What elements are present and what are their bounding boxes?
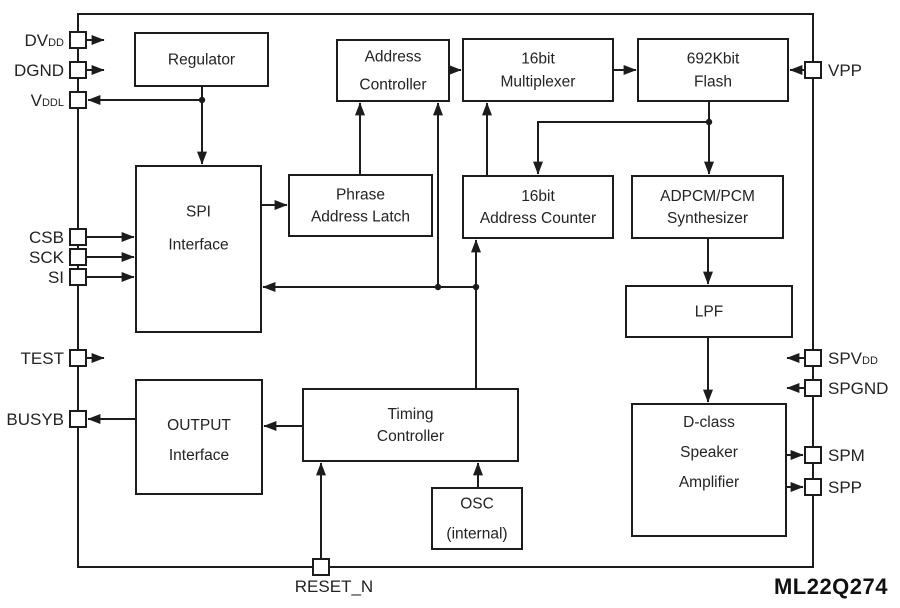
pin-square	[69, 228, 87, 246]
pin-test: TEST	[21, 349, 87, 368]
pin-label: VDDL	[31, 91, 64, 110]
pin-label: VPP	[828, 61, 862, 80]
pin-vddl: VDDL	[31, 91, 87, 110]
block-outline	[462, 175, 614, 239]
pin-square	[804, 446, 822, 464]
pin-spgnd: SPGND	[804, 379, 888, 398]
block-label: OSC(internal)	[446, 495, 507, 542]
pin-square	[69, 61, 87, 79]
part-number-label: ML22Q274	[773, 574, 888, 599]
pin-square	[312, 558, 330, 576]
pin-spvdd: SPVDD	[804, 349, 878, 368]
block-outline	[631, 175, 784, 239]
pin-vpp: VPP	[804, 61, 862, 80]
pin-square	[69, 248, 87, 266]
junction-dot	[198, 96, 206, 104]
pin-label: SCK	[29, 248, 65, 267]
pin-spm: SPM	[804, 446, 865, 465]
pin-label: SPVDD	[828, 349, 878, 368]
pin-label: DVDD	[24, 31, 64, 50]
pin-label: SPM	[828, 446, 865, 465]
pin-label: SPGND	[828, 379, 888, 398]
pin-label: DGND	[14, 61, 64, 80]
block-outline	[336, 39, 450, 102]
block-outline	[288, 174, 433, 237]
block-lpf: LPF	[625, 285, 793, 338]
pin-label: RESET_N	[295, 577, 373, 596]
pin-label: TEST	[21, 349, 64, 368]
pin-square	[69, 410, 87, 428]
connector-flash-to-counter	[533, 121, 709, 175]
pin-square	[804, 349, 822, 367]
pin-square	[69, 31, 87, 49]
pin-square	[804, 61, 822, 79]
block-outline	[431, 487, 523, 550]
pin-square	[69, 268, 87, 286]
pin-dgnd: DGND	[14, 61, 87, 80]
block-outline	[637, 38, 789, 102]
pin-busyb: BUSYB	[6, 410, 87, 429]
junction-dot	[434, 283, 442, 291]
pin-reset-n: RESET_N	[295, 558, 373, 596]
pin-label: SPP	[828, 478, 862, 497]
block-outline	[631, 403, 787, 537]
pin-square	[69, 91, 87, 109]
pin-label: CSB	[29, 228, 64, 247]
pin-dvdd: DVDD	[24, 31, 87, 50]
block-outline	[135, 165, 262, 333]
pin-spp: SPP	[804, 478, 862, 497]
pin-square	[804, 379, 822, 397]
pin-sck: SCK	[29, 248, 87, 267]
junction-dot	[472, 283, 480, 291]
pin-si: SI	[48, 268, 87, 287]
pin-csb: CSB	[29, 228, 87, 247]
pin-square	[69, 349, 87, 367]
block-label: Regulator	[168, 51, 235, 68]
block-outline	[302, 388, 519, 462]
block-osc-internal: OSC(internal)	[431, 487, 523, 550]
block-outline	[625, 285, 793, 338]
block-outline	[135, 379, 263, 495]
block-outline	[462, 38, 614, 102]
pin-label: SI	[48, 268, 64, 287]
pin-label: BUSYB	[6, 410, 64, 429]
block-outline	[134, 32, 269, 87]
block-regulator: Regulator	[134, 32, 269, 87]
block-label: LPF	[695, 303, 723, 320]
junction-dot	[705, 118, 713, 126]
pin-square	[804, 478, 822, 496]
